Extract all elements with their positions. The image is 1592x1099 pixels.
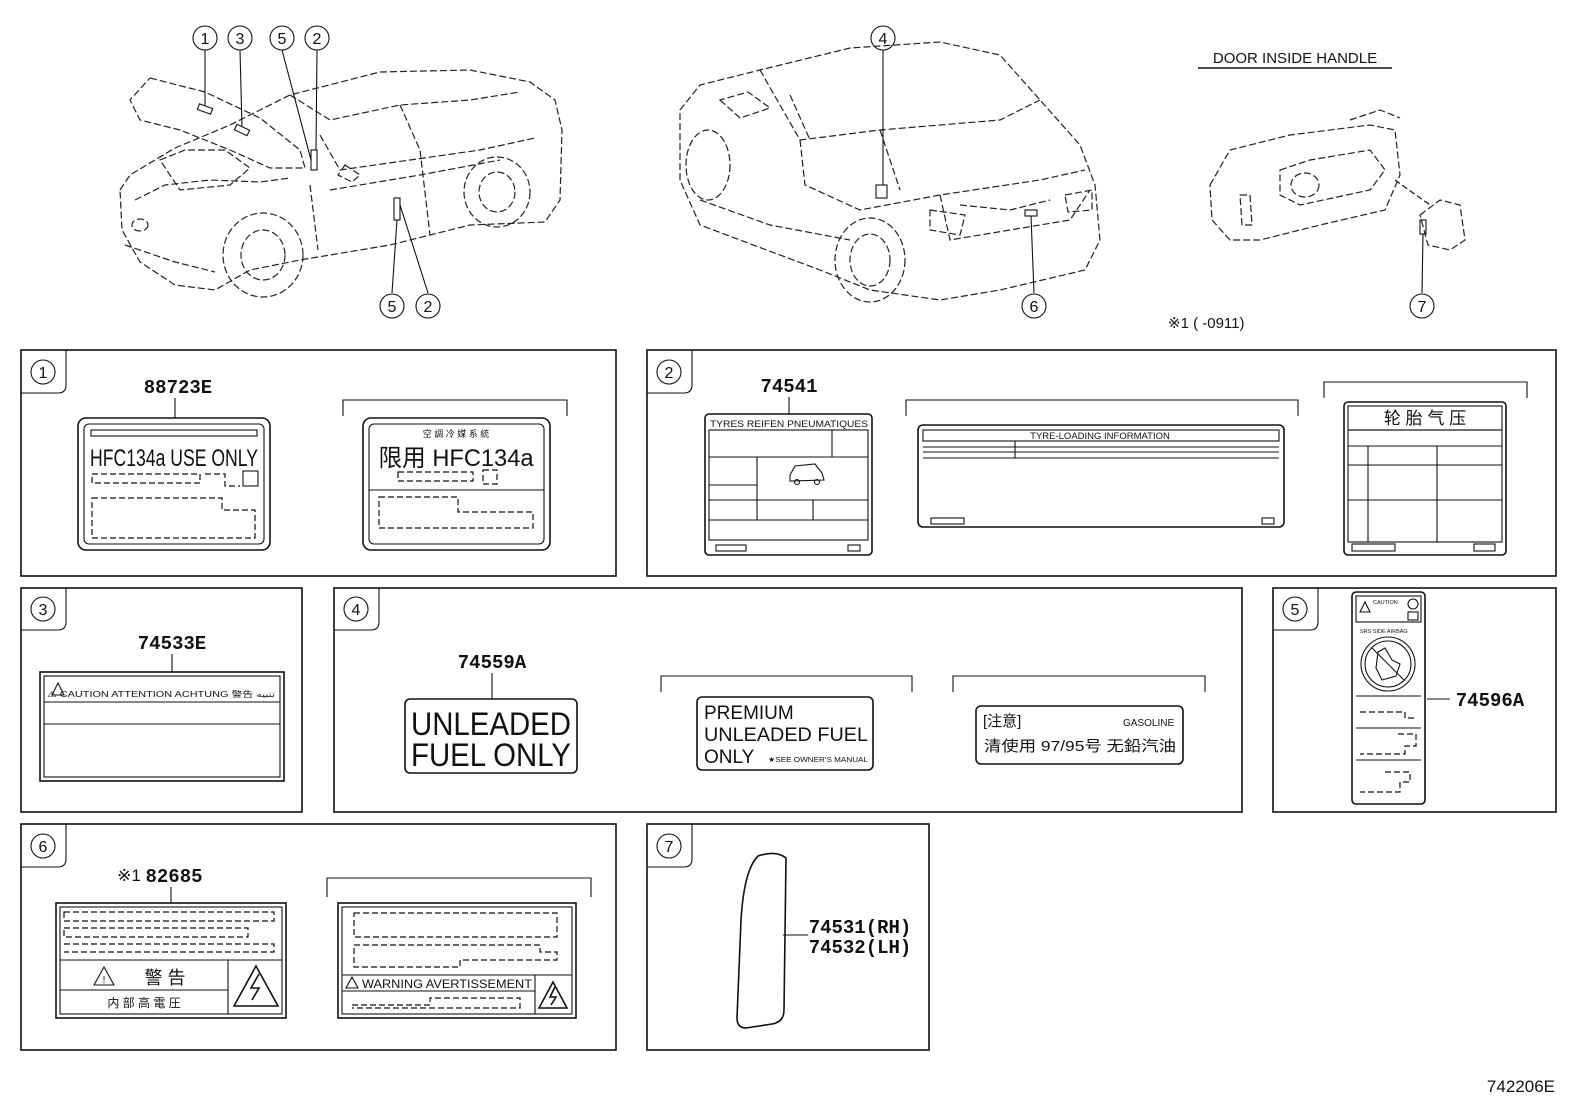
car-rear-view-illustration (679, 41, 1101, 303)
svg-text:1: 1 (201, 31, 210, 48)
drawing-number: 742206E (1487, 1077, 1555, 1096)
see-owners-manual-text: ★SEE OWNER'S MANUAL (768, 755, 868, 764)
svg-text:7: 7 (1418, 299, 1427, 316)
part-number-82685: 82685 (145, 866, 202, 888)
panel-4: 4 74559A UNLEADED FUEL ONLY PREMIUM UNLE… (333, 587, 1243, 813)
svg-text:内 部 高 電 圧: 内 部 高 電 圧 (107, 995, 180, 1010)
panel-7: 7 74531(RH) 74532(LH) (646, 823, 930, 1051)
production-date-note: ※1 ( -0911) (1168, 315, 1245, 332)
caution-header-text: ⚠ CAUTION ATTENTION ACHTUNG 警告 تنبيه (47, 689, 275, 699)
hfc134a-chinese-text: 限用 HFC134a (379, 445, 535, 472)
unleaded-fuel-text: UNLEADED FUEL (704, 725, 868, 746)
svg-text:轮 胎 气 压: 轮 胎 气 压 (1384, 409, 1466, 428)
panel-1: 1 88723E HFC134a USE ONLY 空 調 冷 媒 系 統 限用… (20, 349, 617, 577)
unleaded-text: UNLEADED (411, 706, 571, 742)
warning-chinese-text: 警 告 (144, 968, 185, 988)
part-number-74541: 74541 (760, 376, 817, 398)
panel-6: 6 ※1 82685 ! 警 告 内 部 高 電 圧 WARNING AVERT… (20, 823, 617, 1051)
svg-text:1: 1 (39, 365, 48, 382)
top-callouts: 1 3 5 2 5 2 4 6 7 (192, 25, 1435, 319)
svg-text:3: 3 (236, 31, 245, 48)
svg-text:空 調 冷 媒 系 統: 空 調 冷 媒 系 統 (423, 428, 490, 439)
part-number-74531-rh: 74531(RH) (809, 917, 912, 939)
fuel-only-text: FUEL ONLY (411, 737, 571, 773)
svg-text:TYRES REIFEN PNEUMATIQUES: TYRES REIFEN PNEUMATIQUES (710, 419, 868, 430)
svg-text:2: 2 (665, 365, 674, 382)
hfc134a-use-only-text: HFC134a USE ONLY (90, 445, 258, 472)
panel-5: 5 CAUTION SRS SIDE AIRBAG 74596A (1272, 587, 1557, 813)
premium-text: PREMIUM (704, 703, 794, 724)
svg-text:3: 3 (39, 602, 48, 619)
warning-avertissement-text: WARNING AVERTISSEMENT (362, 977, 533, 991)
part-number-88723E: 88723E (144, 377, 212, 399)
svg-text:[注意]: [注意] (983, 712, 1021, 730)
svg-text:7: 7 (665, 839, 674, 856)
svg-text:!: ! (103, 975, 106, 986)
svg-text:GASOLINE: GASOLINE (1123, 718, 1174, 729)
only-text: ONLY (704, 747, 755, 768)
svg-text:SRS SIDE AIRBAG: SRS SIDE AIRBAG (1360, 629, 1408, 635)
part-number-74532-lh: 74532(LH) (809, 937, 912, 959)
door-inside-handle-title: DOOR INSIDE HANDLE (1213, 50, 1377, 67)
svg-text:2: 2 (424, 299, 433, 316)
car-front-view-illustration (119, 49, 563, 298)
svg-text:6: 6 (39, 839, 48, 856)
part-number-74596A: 74596A (1456, 690, 1525, 712)
svg-text:4: 4 (352, 602, 361, 619)
part-number-74559A: 74559A (458, 652, 527, 674)
svg-text:5: 5 (388, 299, 397, 316)
svg-text:4: 4 (879, 31, 888, 48)
panel-3: 3 74533E ⚠ CAUTION ATTENTION ACHTUNG 警告 … (20, 587, 303, 813)
svg-text:2: 2 (313, 31, 322, 48)
part-number-74533E: 74533E (138, 633, 206, 655)
panel-2: 2 74541 TYRES REIFEN PNEUMATIQUES TYRE-L… (646, 349, 1557, 577)
svg-text:6: 6 (1030, 299, 1039, 316)
svg-text:CAUTION: CAUTION (1373, 600, 1398, 606)
door-inside-handle-illustration: DOOR INSIDE HANDLE ※1 ( -0911) (1168, 50, 1466, 332)
svg-text:5: 5 (278, 31, 287, 48)
gasoline-chinese-text: 清使用 97/95号 无鉛汽油 (984, 738, 1176, 755)
svg-text:TYRE-LOADING INFORMATION: TYRE-LOADING INFORMATION (1030, 431, 1170, 442)
svg-text:※1: ※1 (117, 866, 141, 885)
svg-text:5: 5 (1291, 602, 1300, 619)
